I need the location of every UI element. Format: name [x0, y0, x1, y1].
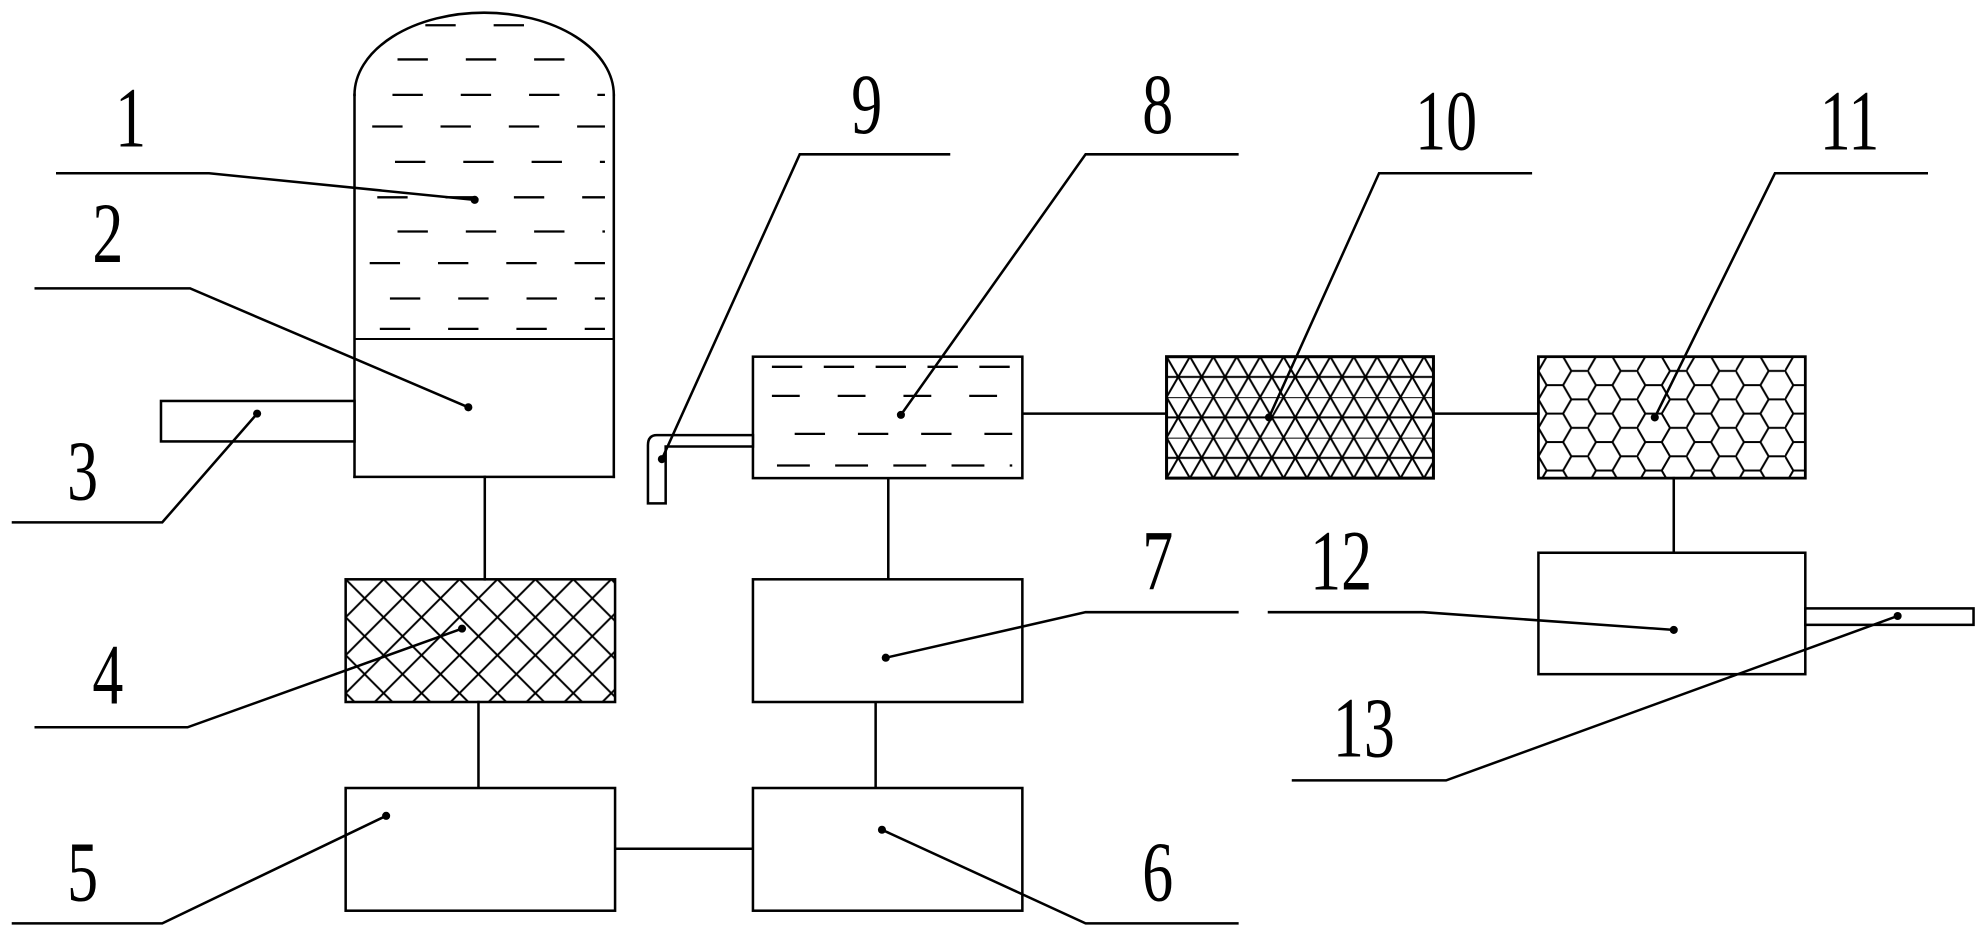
component-5-box — [344, 786, 617, 912]
component-8-liquid-box — [751, 355, 1024, 480]
component-7-box — [751, 578, 1024, 704]
leader-dot-1 — [470, 195, 479, 204]
label-5: 5 — [67, 825, 98, 920]
label-1: 1 — [115, 71, 146, 166]
component-6-box — [751, 786, 1024, 912]
label-6: 6 — [1142, 825, 1173, 920]
leader-line-7 — [884, 610, 1239, 660]
leader-dot-11 — [1650, 413, 1659, 422]
leader-line-3 — [11, 411, 259, 524]
leader-dot-10 — [1264, 413, 1274, 422]
leader-dot-4 — [457, 624, 467, 633]
leader-lines — [11, 153, 1928, 925]
leader-dot-13 — [1893, 611, 1902, 621]
leader-line-6 — [880, 828, 1239, 925]
leader-line-4 — [34, 627, 464, 729]
reference-numerals: 1 2 3 4 5 6 7 8 9 10 11 12 13 — [67, 57, 1879, 920]
component-9-pipe — [646, 433, 755, 505]
label-4: 4 — [92, 628, 123, 723]
leader-dot-8 — [896, 410, 905, 419]
leader-line-13 — [1291, 614, 1900, 782]
component-11-box — [1537, 355, 1807, 480]
label-9: 9 — [851, 57, 882, 152]
component-1-2-tank — [353, 11, 616, 479]
leader-line-10 — [1267, 172, 1533, 420]
leader-line-12 — [1267, 610, 1676, 632]
leader-line-8 — [899, 153, 1239, 417]
leader-line-2 — [34, 287, 471, 409]
leader-line-5 — [11, 814, 388, 925]
component-8-box — [751, 355, 1024, 480]
component-4-box — [344, 578, 617, 704]
component-13-pipe — [1804, 607, 1975, 627]
leader-line-9 — [660, 153, 951, 461]
leader-dot-6 — [877, 825, 887, 834]
label-2: 2 — [92, 186, 123, 281]
component-12-box — [1537, 551, 1807, 676]
label-7: 7 — [1142, 514, 1173, 609]
label-3: 3 — [67, 424, 98, 519]
label-13: 13 — [1333, 681, 1395, 776]
component-8-liquid-dashes — [766, 365, 1013, 467]
component-3-pipe — [159, 399, 356, 443]
component-10-box — [1165, 355, 1435, 480]
label-11: 11 — [1820, 74, 1880, 169]
tank-liquid-dashes — [367, 24, 605, 331]
label-10: 10 — [1415, 74, 1477, 169]
leader-dot-7 — [881, 653, 890, 662]
leader-dot-12 — [1669, 625, 1678, 634]
tank-dome — [353, 11, 616, 97]
label-8: 8 — [1142, 57, 1173, 152]
leader-line-11 — [1653, 172, 1928, 420]
leader-line-1 — [55, 172, 477, 202]
leader-dot-3 — [253, 409, 262, 418]
leader-dot-2 — [464, 403, 473, 412]
label-12: 12 — [1310, 514, 1372, 609]
leader-dot-5 — [382, 811, 391, 820]
leader-dot-9 — [657, 455, 666, 464]
